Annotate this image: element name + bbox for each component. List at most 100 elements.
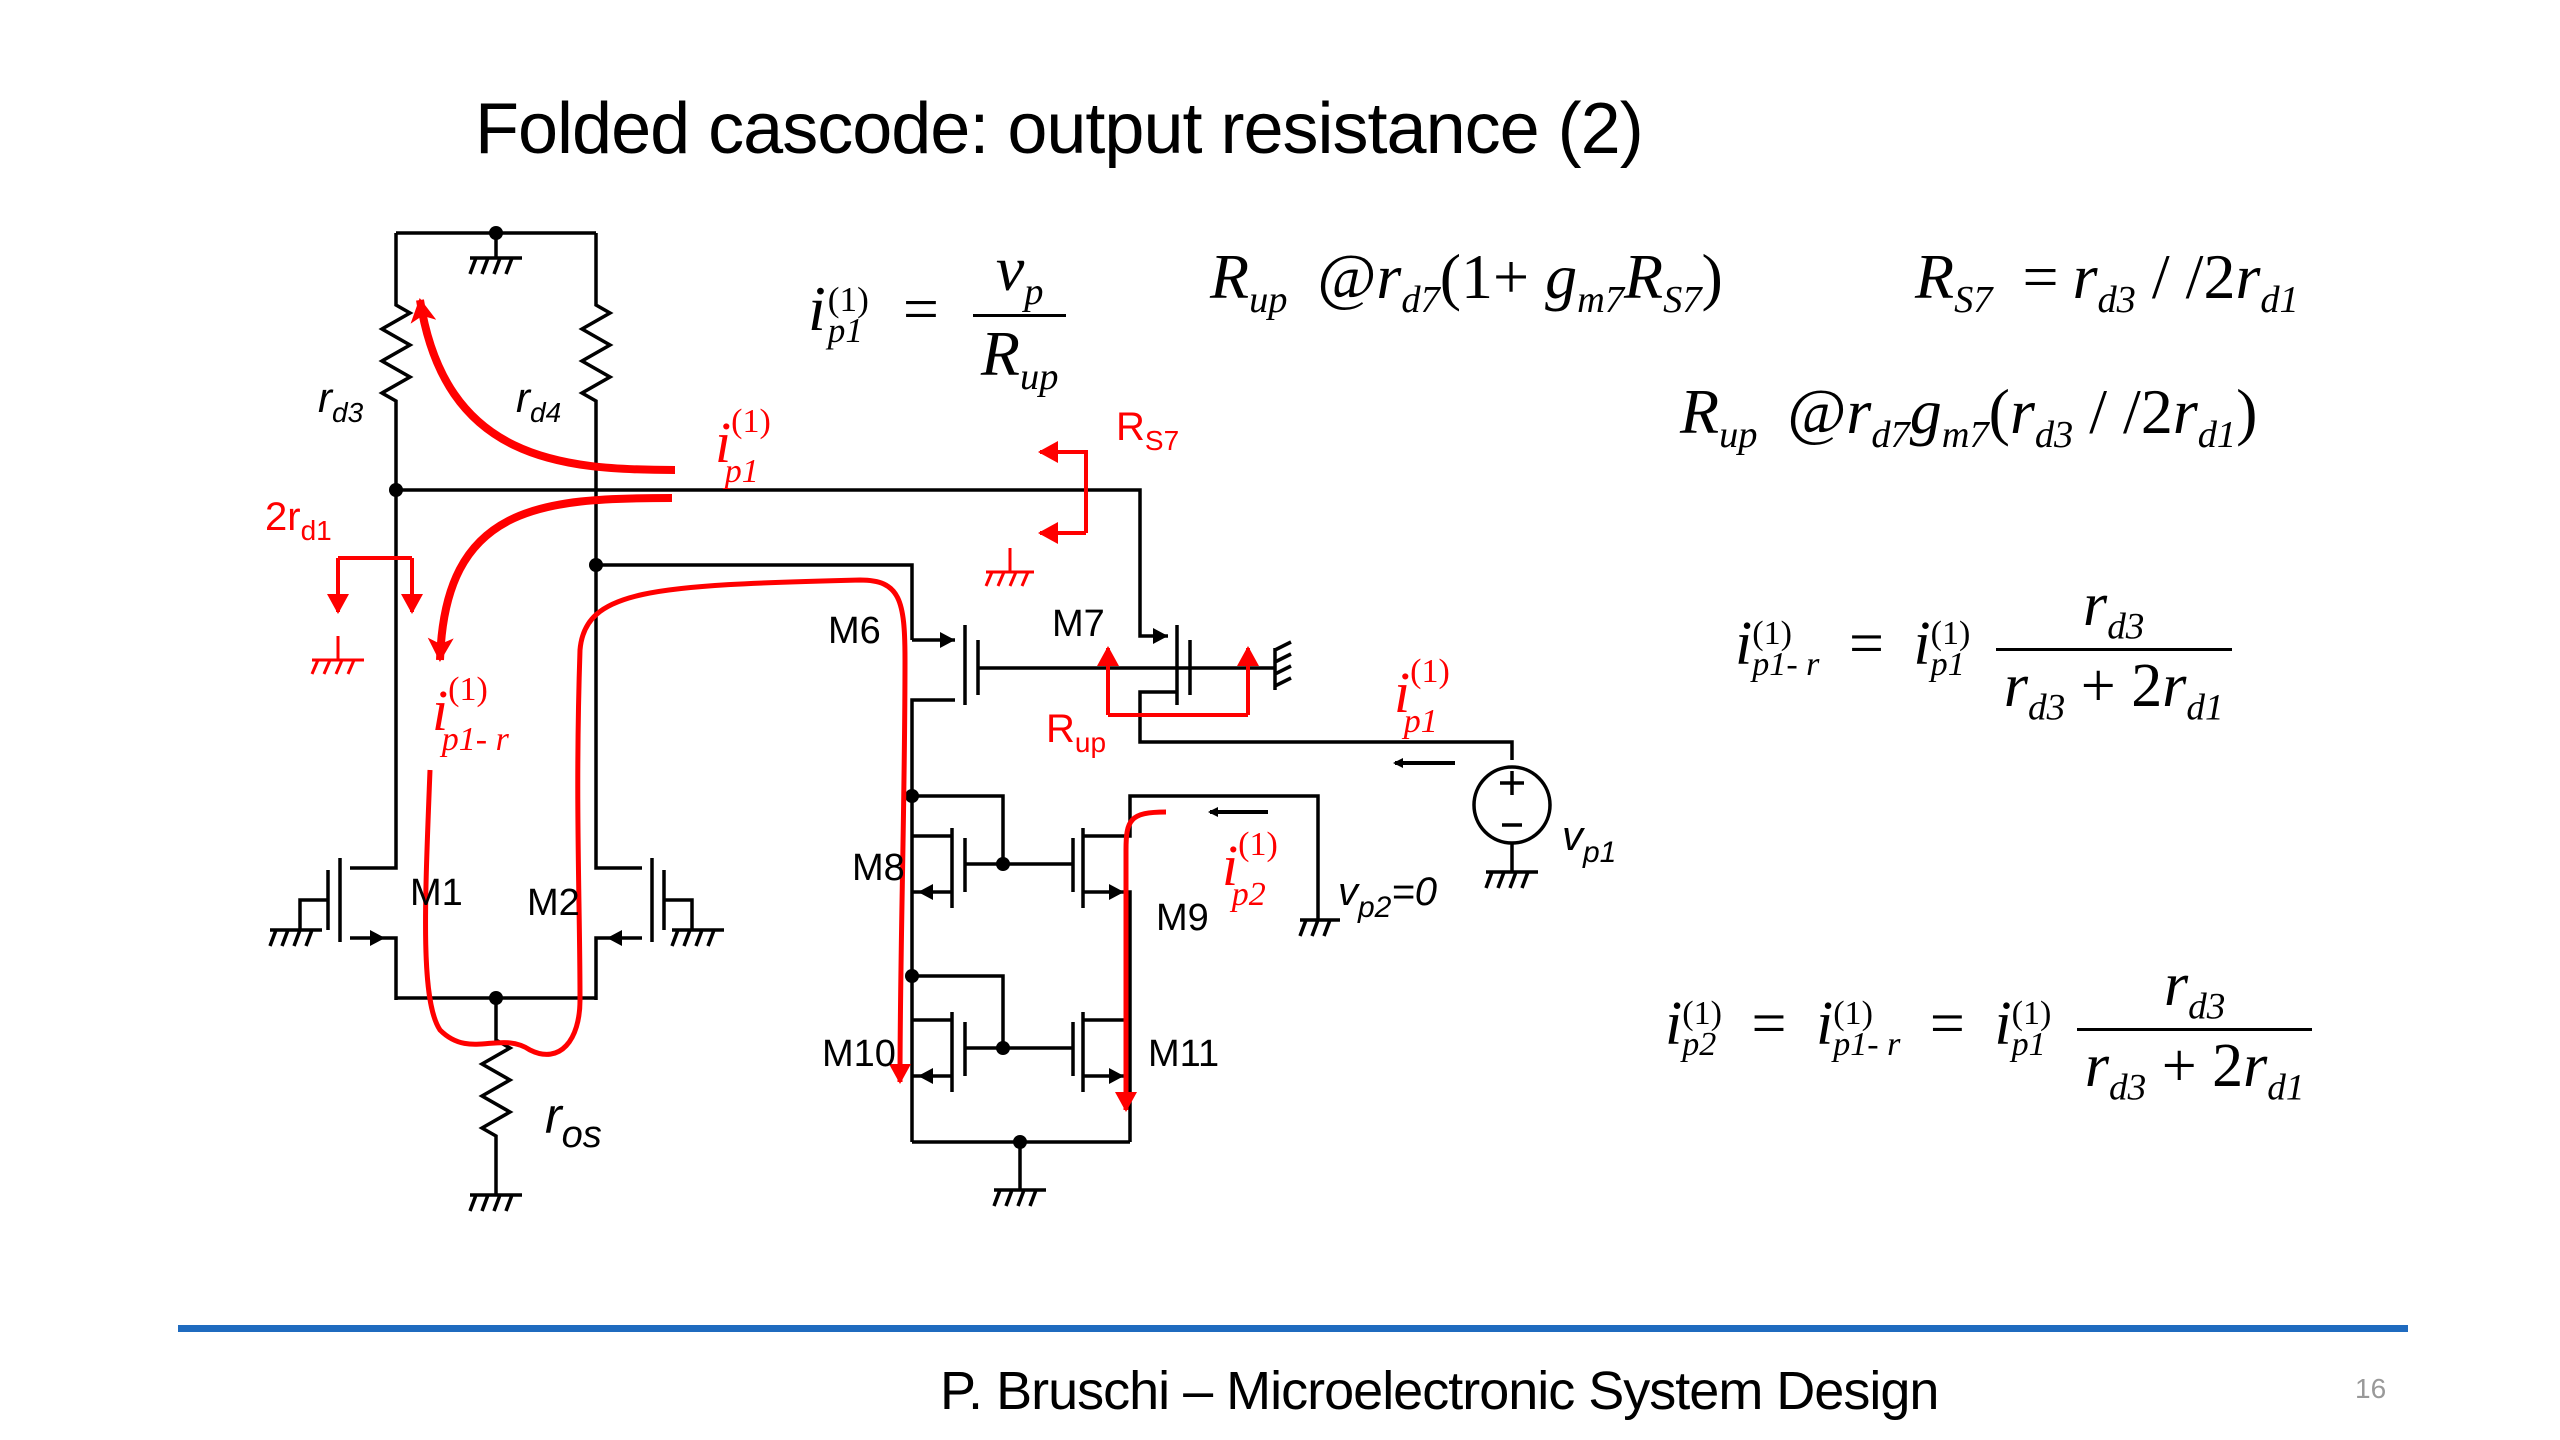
ground-icon — [268, 928, 322, 947]
eq-plus: + 2 — [2065, 652, 2163, 721]
vp1-label: vp1 — [1562, 812, 1616, 869]
two-rd1-bracket — [336, 556, 414, 608]
eq-approx: @ — [1317, 241, 1377, 312]
eq-symbol: i — [1735, 610, 1753, 679]
eq-plus: + 2 — [2146, 1032, 2244, 1101]
eq-sub: d3 — [2034, 413, 2074, 456]
m9-arrow-icon — [1109, 884, 1124, 900]
circuit-labels: rd3 rd4 ros M1 M2 M6 M7 M8 M9 M10 M11 vp… — [318, 374, 1616, 1156]
bottom-ground-wire — [912, 1140, 1130, 1190]
ip2-label: i(1)p2 — [1222, 826, 1278, 913]
eq-symbol: R — [1915, 241, 1955, 312]
eq-parallel: / /2 — [2073, 376, 2173, 447]
eq-sub: d1 — [2186, 687, 2224, 729]
eq-den: R — [980, 317, 1020, 389]
ground-icon — [1298, 918, 1340, 937]
eq-sub: S7 — [1954, 278, 1993, 321]
m7-transistor — [1138, 625, 1514, 760]
m9-drain-wire — [1083, 794, 1320, 920]
ground-icon — [1484, 870, 1538, 889]
ip1-top-label: i(1)p1 — [715, 403, 771, 490]
eq-sub: d7 — [1871, 413, 1910, 456]
right-mirror-column — [1083, 890, 1132, 1142]
eq-sub: d7 — [1401, 278, 1440, 321]
eq-symbol: R — [1680, 376, 1720, 447]
eq-sub: d3 — [2028, 687, 2066, 729]
eq-symbol: r — [2009, 376, 2035, 447]
rd4-resistor-rail — [578, 233, 614, 850]
eq-parallel: / /2 — [2135, 241, 2236, 312]
m6-transistor — [910, 625, 980, 800]
eq-paren: ) — [1701, 241, 1723, 312]
m1-transistor — [326, 850, 398, 1000]
junction-dot — [589, 558, 603, 572]
eq-sub: p1 — [1930, 645, 1965, 683]
m7-arrow-icon — [1153, 628, 1168, 644]
eq-num: r — [2164, 951, 2189, 1019]
ip1r-split-arrow — [427, 494, 673, 662]
eq-sup: (1) — [1682, 995, 1722, 1033]
ros-resistor — [478, 998, 514, 1195]
junction-dot — [996, 1041, 1010, 1055]
eq-symbol: i — [1815, 990, 1834, 1059]
ip1r-label: i(1)p1- r — [432, 671, 510, 758]
eq-symbol: r — [2003, 652, 2029, 721]
transistor-arrows — [370, 226, 1168, 1149]
ground-icon — [992, 1188, 1046, 1207]
m11-label: M11 — [1148, 1033, 1219, 1075]
ground-symbols — [268, 256, 1538, 1212]
eq-symbol: r — [2084, 1032, 2109, 1101]
eq-sub: d3 — [2188, 986, 2226, 1028]
rd3-resistor-rail — [378, 233, 414, 850]
red-labels: i(1)p1 2rd1 i(1)p1- r RS7 Rup i(1)p1 i(1… — [265, 403, 1450, 913]
junction-dot — [489, 991, 503, 1005]
red-ground-icon — [310, 636, 364, 675]
eq-symbol: r — [1376, 241, 1402, 312]
current-direction-arrows — [1208, 758, 1455, 817]
vp1-polarity-marks — [1500, 771, 1524, 827]
m2-transistor — [594, 850, 666, 1000]
junction-dot — [905, 969, 919, 983]
two-rd1-label: 2rd1 — [265, 495, 332, 546]
m8-arrow-icon — [918, 884, 933, 900]
eq-equals: = — [2022, 241, 2059, 312]
m1-arrow-icon — [370, 930, 385, 946]
m8-label: M8 — [852, 847, 905, 889]
eq-sub: p1- r — [1833, 1025, 1901, 1063]
eq-symbol: r — [1846, 376, 1872, 447]
eq-num: r — [2083, 571, 2108, 639]
m6-arrow-icon — [940, 632, 955, 648]
eq-equals: = — [1848, 610, 1884, 679]
m10-arrow-icon — [918, 1068, 933, 1084]
m10-diode-wire — [912, 974, 1005, 1048]
eq-symbol: r — [2243, 1032, 2268, 1101]
m10-label: M10 — [822, 1033, 896, 1075]
junction-dot — [489, 226, 503, 240]
eq-symbol: R — [1210, 241, 1250, 312]
eq-symbol: R — [1624, 241, 1664, 312]
eq-sub: m7 — [1941, 413, 1989, 456]
eq-sub: up — [1249, 278, 1288, 321]
eq-sub: d3 — [2097, 278, 2136, 321]
eq-sup: (1) — [827, 279, 869, 319]
eq-sub: d3 — [2109, 1067, 2147, 1109]
eq-approx: @ — [1787, 376, 1847, 447]
m2-arrow-icon — [607, 930, 622, 946]
rup-label: Rup — [1046, 707, 1106, 758]
eq-symbol: i — [1665, 990, 1683, 1059]
junction-dot — [1013, 1135, 1027, 1149]
ros-label: ros — [545, 1088, 602, 1156]
red-ground-icon — [984, 548, 1034, 587]
rs7-label: RS7 — [1116, 405, 1179, 456]
eq-symbol: r — [2235, 241, 2261, 312]
eq-symbol: r — [2072, 241, 2098, 312]
eq-paren: ( — [1988, 376, 2010, 447]
eq-equals: = — [1751, 990, 1787, 1059]
eq-symbol: i — [808, 272, 826, 344]
eq-sup: (1) — [1752, 615, 1792, 653]
equation-rup-final: Rup @rd7gm7(rd3 / /2rd1) — [1680, 375, 2257, 457]
